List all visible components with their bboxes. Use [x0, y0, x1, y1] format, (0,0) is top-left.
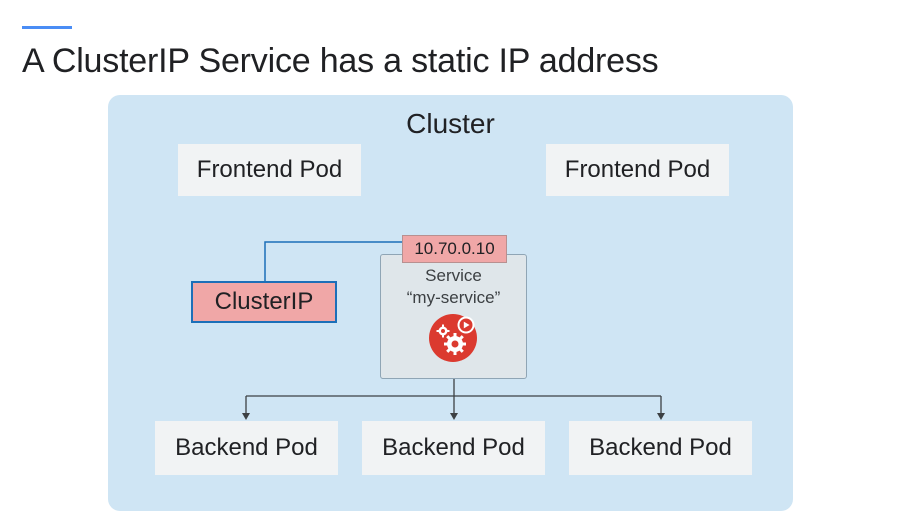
service-name: “my-service” — [406, 288, 501, 307]
service-ip-tag: 10.70.0.10 — [402, 235, 507, 263]
slide-title: A ClusterIP Service has a static IP addr… — [22, 42, 659, 80]
backend-pod-middle: Backend Pod — [362, 421, 545, 475]
frontend-pod-right: Frontend Pod — [546, 144, 729, 196]
service-label: Service — [425, 266, 482, 285]
frontend-pod-left: Frontend Pod — [178, 144, 361, 196]
title-accent-bar — [22, 26, 72, 29]
gears-play-icon — [429, 314, 477, 362]
clusterip-box: ClusterIP — [191, 281, 337, 323]
backend-pod-right: Backend Pod — [569, 421, 752, 475]
cluster-label: Cluster — [406, 108, 495, 139]
backend-pod-left: Backend Pod — [155, 421, 338, 475]
